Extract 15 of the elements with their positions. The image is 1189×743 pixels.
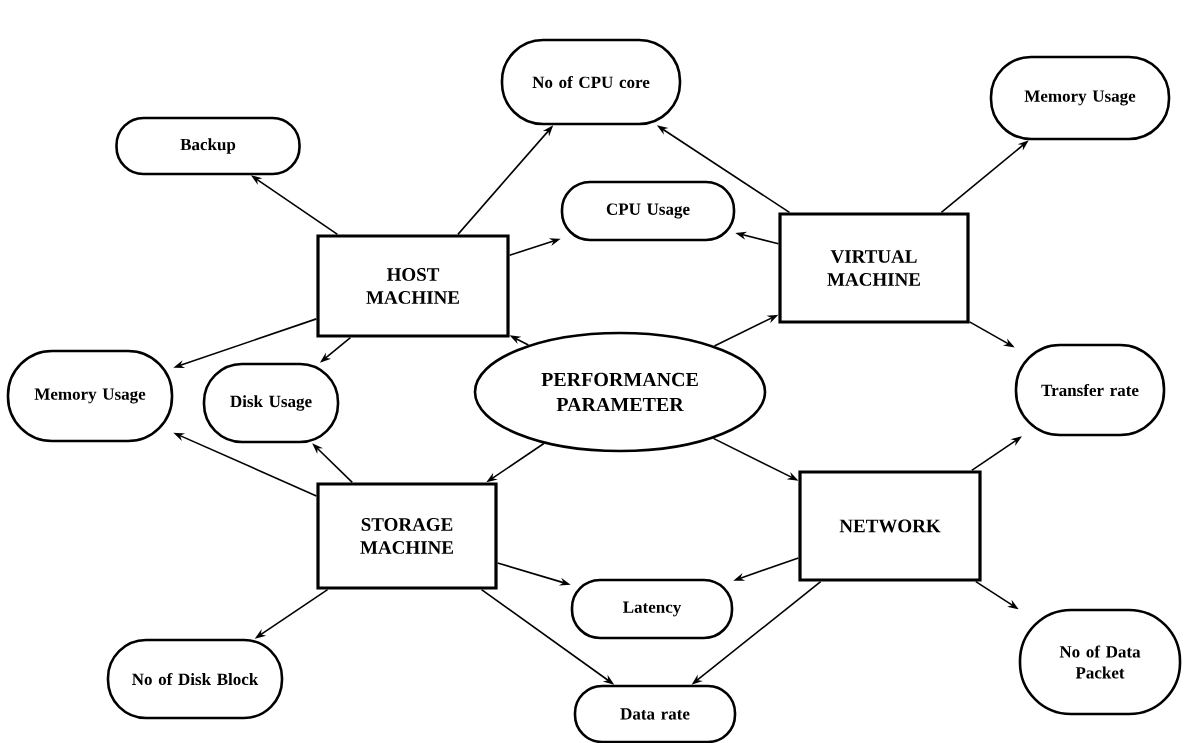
metric-pill: Transfer rate: [1014, 343, 1166, 437]
metric-pill: Memory Usage: [989, 55, 1171, 141]
category-box: VIRTUAL MACHINE: [778, 212, 970, 324]
category-box: NETWORK: [798, 470, 982, 582]
metric-pill: Latency: [570, 578, 734, 640]
metric-pill: Disk Usage: [202, 362, 340, 444]
metric-pill: CPU Usage: [560, 180, 736, 242]
metric-pill: No of Disk Block: [106, 638, 284, 720]
metric-pill: Memory Usage: [6, 349, 174, 443]
metric-pill: Data rate: [573, 684, 737, 743]
metric-pill: No of CPU core: [500, 38, 682, 126]
category-box: STORAGE MACHINE: [316, 482, 498, 590]
category-box: HOST MACHINE: [316, 234, 510, 338]
metric-pill: No of Data Packet: [1018, 608, 1182, 716]
metric-pill: Backup: [115, 116, 301, 176]
